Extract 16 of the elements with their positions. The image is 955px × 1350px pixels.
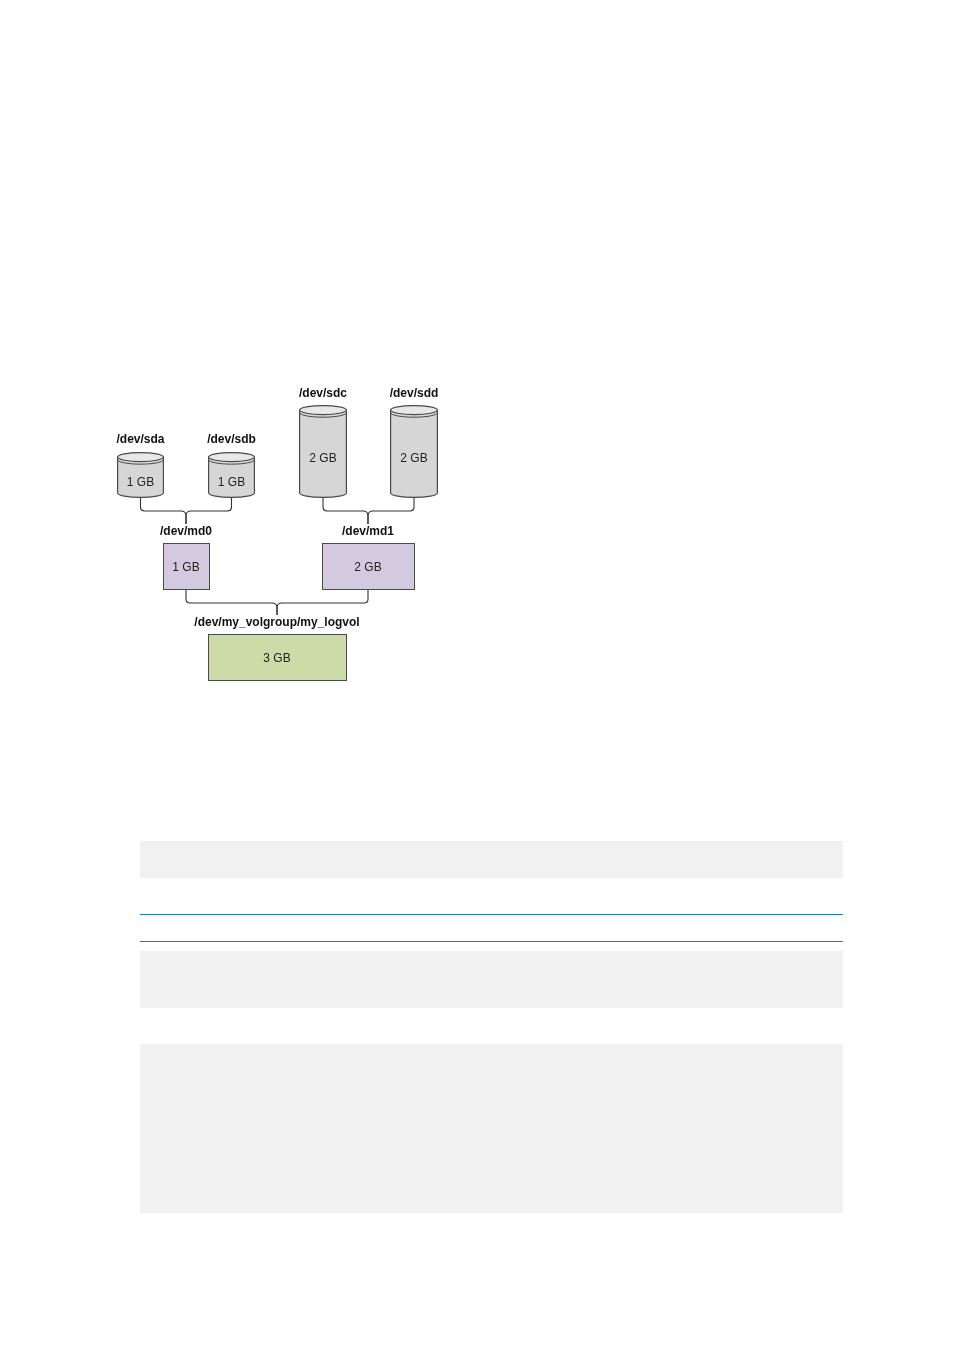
device-path-label: /dev/sda xyxy=(116,432,165,446)
device-path-label: /dev/sdb xyxy=(207,432,256,446)
size-label: 3 GB xyxy=(263,650,291,665)
brace-connector xyxy=(185,497,233,525)
size-label: 1 GB xyxy=(217,474,246,489)
size-label: 1 GB xyxy=(126,474,155,489)
device-path-label: /dev/my_volgroup/my_logvol xyxy=(194,615,360,629)
size-label: 2 GB xyxy=(309,451,337,465)
brace-connector xyxy=(367,497,415,525)
size-label: 1 GB xyxy=(172,559,200,574)
size-label: 2 GB xyxy=(354,559,382,574)
device-path-label: /dev/md1 xyxy=(342,524,394,538)
size-label: 2 GB xyxy=(400,451,428,465)
device-path-label: /dev/sdc xyxy=(299,386,347,400)
device-path-label: /dev/md0 xyxy=(160,524,212,538)
device-path-label: /dev/sdd xyxy=(389,386,439,400)
